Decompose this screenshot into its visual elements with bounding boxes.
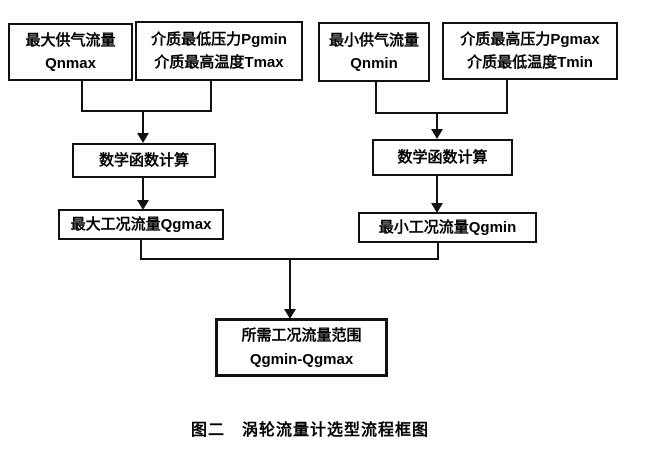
node-math-calc-right: 数学函数计算	[372, 139, 513, 176]
node-line: Qgmin-Qgmax	[249, 350, 354, 368]
node-line: 数学函数计算	[397, 148, 488, 166]
node-min-working-flow: 最小工况流量Qgmin	[358, 212, 537, 243]
node-line: Qnmin	[350, 55, 398, 72]
node-line: 最大供气流量	[25, 31, 116, 49]
node-max-pressure-min-temp: 介质最高压力Pgmax 介质最低温度Tmin	[442, 22, 618, 80]
node-line: 介质最低压力Pgmin	[151, 30, 287, 48]
node-max-working-flow: 最大工况流量Qgmax	[58, 209, 224, 240]
node-required-flow-range: 所需工况流量范围 Qgmin-Qgmax	[215, 318, 388, 377]
node-line: Qnmax	[45, 55, 96, 72]
node-line: 最大工况流量Qgmax	[70, 215, 212, 233]
node-max-supply-flow: 最大供气流量 Qnmax	[8, 23, 133, 81]
node-line: 数学函数计算	[98, 151, 189, 169]
figure-caption: 图二 涡轮流量计选型流程框图	[190, 422, 429, 439]
node-line: 所需工况流量范围	[241, 327, 362, 345]
arrow-down-icon	[137, 133, 149, 143]
node-line: 介质最低温度Tmin	[467, 54, 593, 71]
node-line: 介质最高压力Pgmax	[460, 30, 600, 48]
arrow-down-icon	[431, 129, 443, 139]
node-min-pressure-max-temp: 介质最低压力Pgmin 介质最高温度Tmax	[135, 21, 303, 81]
node-math-calc-left: 数学函数计算	[72, 143, 216, 178]
node-line: 介质最高温度Tmax	[154, 54, 284, 71]
node-min-supply-flow: 最小供气流量 Qnmin	[318, 22, 430, 82]
node-line: 最小工况流量Qgmin	[378, 218, 517, 236]
node-line: 最小供气流量	[328, 31, 419, 49]
